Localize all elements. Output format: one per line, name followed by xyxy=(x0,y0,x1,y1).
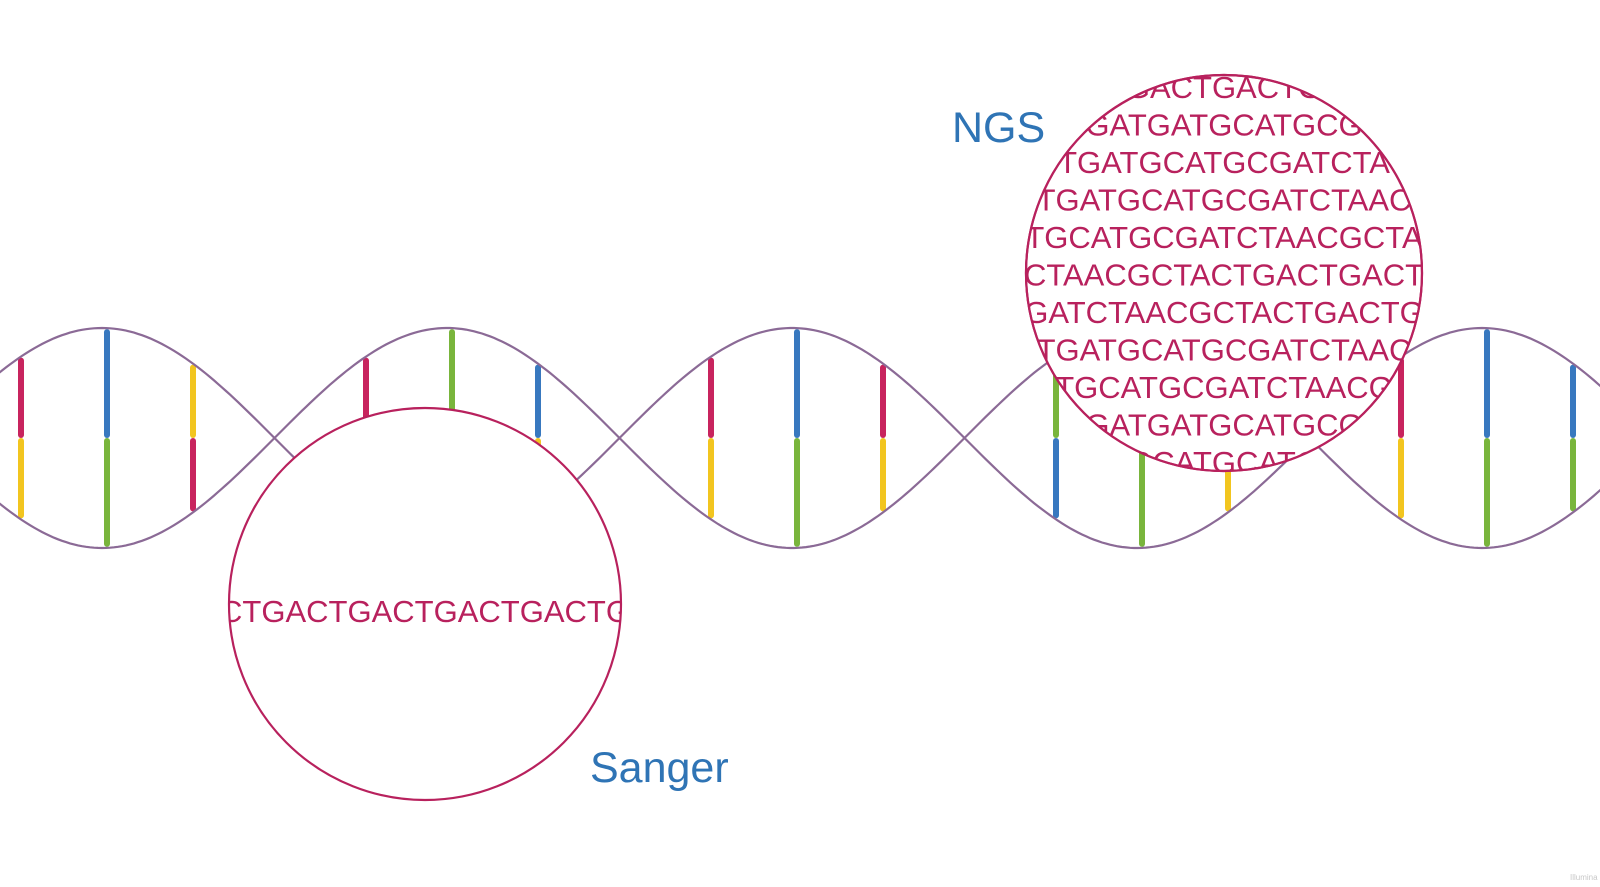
ngs-read-6: CTAACGCTACTGACTGACT xyxy=(1024,258,1424,293)
sanger-sequence-text: CTGACTGACTGACTGACTG xyxy=(220,594,630,629)
dna-strand-1 xyxy=(0,326,1600,550)
ngs-label: NGS xyxy=(952,104,1045,152)
ngs-read-8: TGATGCATGCGATCTAAC xyxy=(1037,333,1412,368)
ngs-read-11: GCATGCATG xyxy=(1128,445,1320,480)
ngs-read-9: TGCATGCGATCTAACG xyxy=(1055,370,1393,405)
ngs-read-3: TGATGCATGCGATCTA xyxy=(1058,145,1390,180)
ngs-read-7: GATCTAACGCTACTGACTG xyxy=(1024,295,1424,330)
ngs-read-10: GATGATGCATGCG xyxy=(1085,408,1362,443)
watermark: Illumina xyxy=(1570,873,1598,882)
ngs-zoom: GACTGACTGGATGATGCATGCGTGATGCATGCGATCTATG… xyxy=(1024,73,1424,480)
sanger-zoom-circle xyxy=(227,406,623,802)
ngs-sequence-reads: GACTGACTGGATGATGCATGCGTGATGCATGCGATCTATG… xyxy=(1024,75,1424,480)
sanger-zoom: CTGACTGACTGACTGACTG xyxy=(220,406,630,802)
ngs-read-5: TGCATGCGATCTAACGCTA xyxy=(1025,220,1423,255)
ngs-read-2: GATGATGCATGCG xyxy=(1085,108,1362,143)
ngs-read-4: TGATGCATGCGATCTAAC xyxy=(1037,183,1412,218)
sanger-label: Sanger xyxy=(590,744,729,792)
